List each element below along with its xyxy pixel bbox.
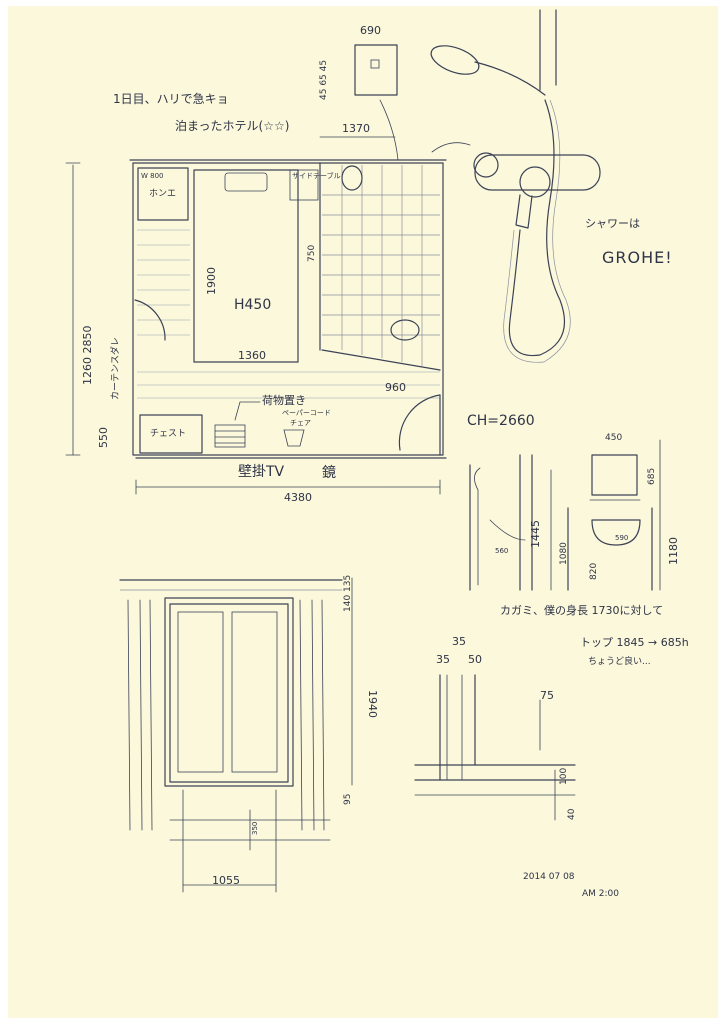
paper-cord-label: ペーパーコード [282, 409, 331, 417]
side-table-label: サイドテーブル [292, 172, 341, 180]
header-note-line1: 1日目、ハリで急キョ [113, 92, 229, 106]
overall-width-dim: 4380 [284, 491, 312, 504]
height-1080: 1080 [559, 542, 569, 565]
overall-depth-dim: 1260 2850 [81, 325, 94, 386]
height-820: 820 [589, 562, 599, 580]
chest-label: チェスト [150, 429, 187, 439]
washbasin-elevation [469, 439, 661, 591]
outlet-sketch [354, 44, 398, 96]
floor-plan [65, 99, 471, 495]
height-1180: 1180 [667, 537, 680, 565]
outlet-width: 690 [360, 24, 381, 37]
mirror-note-line3: ちょうど良い... [588, 657, 651, 667]
outlet-height: 45 65 45 [319, 59, 329, 100]
window-bottom-dim: 95 [343, 793, 353, 805]
wall-tv-label: 壁掛TV [238, 464, 285, 480]
window-width-dim: 1055 [212, 874, 240, 887]
bath-width-dim: 1370 [342, 122, 370, 135]
sketch-time: AM 2:00 [582, 889, 619, 899]
bed-length-dim: 1900 [205, 267, 218, 295]
depth-560: 560 [495, 547, 509, 555]
height-1445: 1445 [529, 520, 542, 548]
mirror-note-line2: トップ 1845 → 685h [580, 636, 689, 649]
mirror-width-dim: 450 [605, 433, 623, 443]
depth-590: 590 [615, 534, 629, 542]
profile-dim-50: 50 [468, 653, 482, 666]
desk-label: ホンエ [149, 189, 177, 199]
window-sill-dim: 350 [251, 821, 259, 835]
shower-note: シャワーは [585, 217, 640, 230]
header-note-line2: 泊まったホテル(☆☆) [175, 119, 290, 133]
bed-width-dim: 1360 [238, 349, 266, 362]
profile-dim-100: 100 [559, 767, 569, 785]
mirror-note-line1: カガミ、僕の身長 1730に対して [500, 604, 664, 617]
bath-door-dim: 960 [385, 381, 406, 394]
curtain-note: カーテンスダレ [111, 337, 121, 400]
bath-inner-dim: 750 [307, 244, 317, 262]
window-height-dim: 1940 [366, 690, 379, 718]
sketch-date: 2014 07 08 [523, 872, 575, 882]
shower-sketch [430, 9, 601, 363]
desk-width-label: W 800 [141, 172, 164, 180]
window-elevation [119, 577, 353, 893]
window-top-dims: 140 135 [343, 574, 353, 612]
chest-width-dim: 550 [97, 427, 110, 448]
profile-detail [414, 674, 576, 821]
bed-height-label: H450 [234, 297, 272, 313]
profile-dim-35a: 35 [452, 635, 466, 648]
mirror-label: 鏡 [322, 465, 336, 481]
profile-dim-75: 75 [540, 689, 554, 702]
profile-dim-35b: 35 [436, 653, 450, 666]
chair-label: チェア [290, 419, 311, 427]
luggage-label: 荷物置き [262, 394, 306, 407]
profile-dim-40: 40 [567, 808, 577, 820]
ceiling-height-label: CH=2660 [467, 413, 535, 429]
mirror-height-dim: 685 [647, 467, 657, 485]
shower-brand: GROHE! [602, 248, 673, 267]
